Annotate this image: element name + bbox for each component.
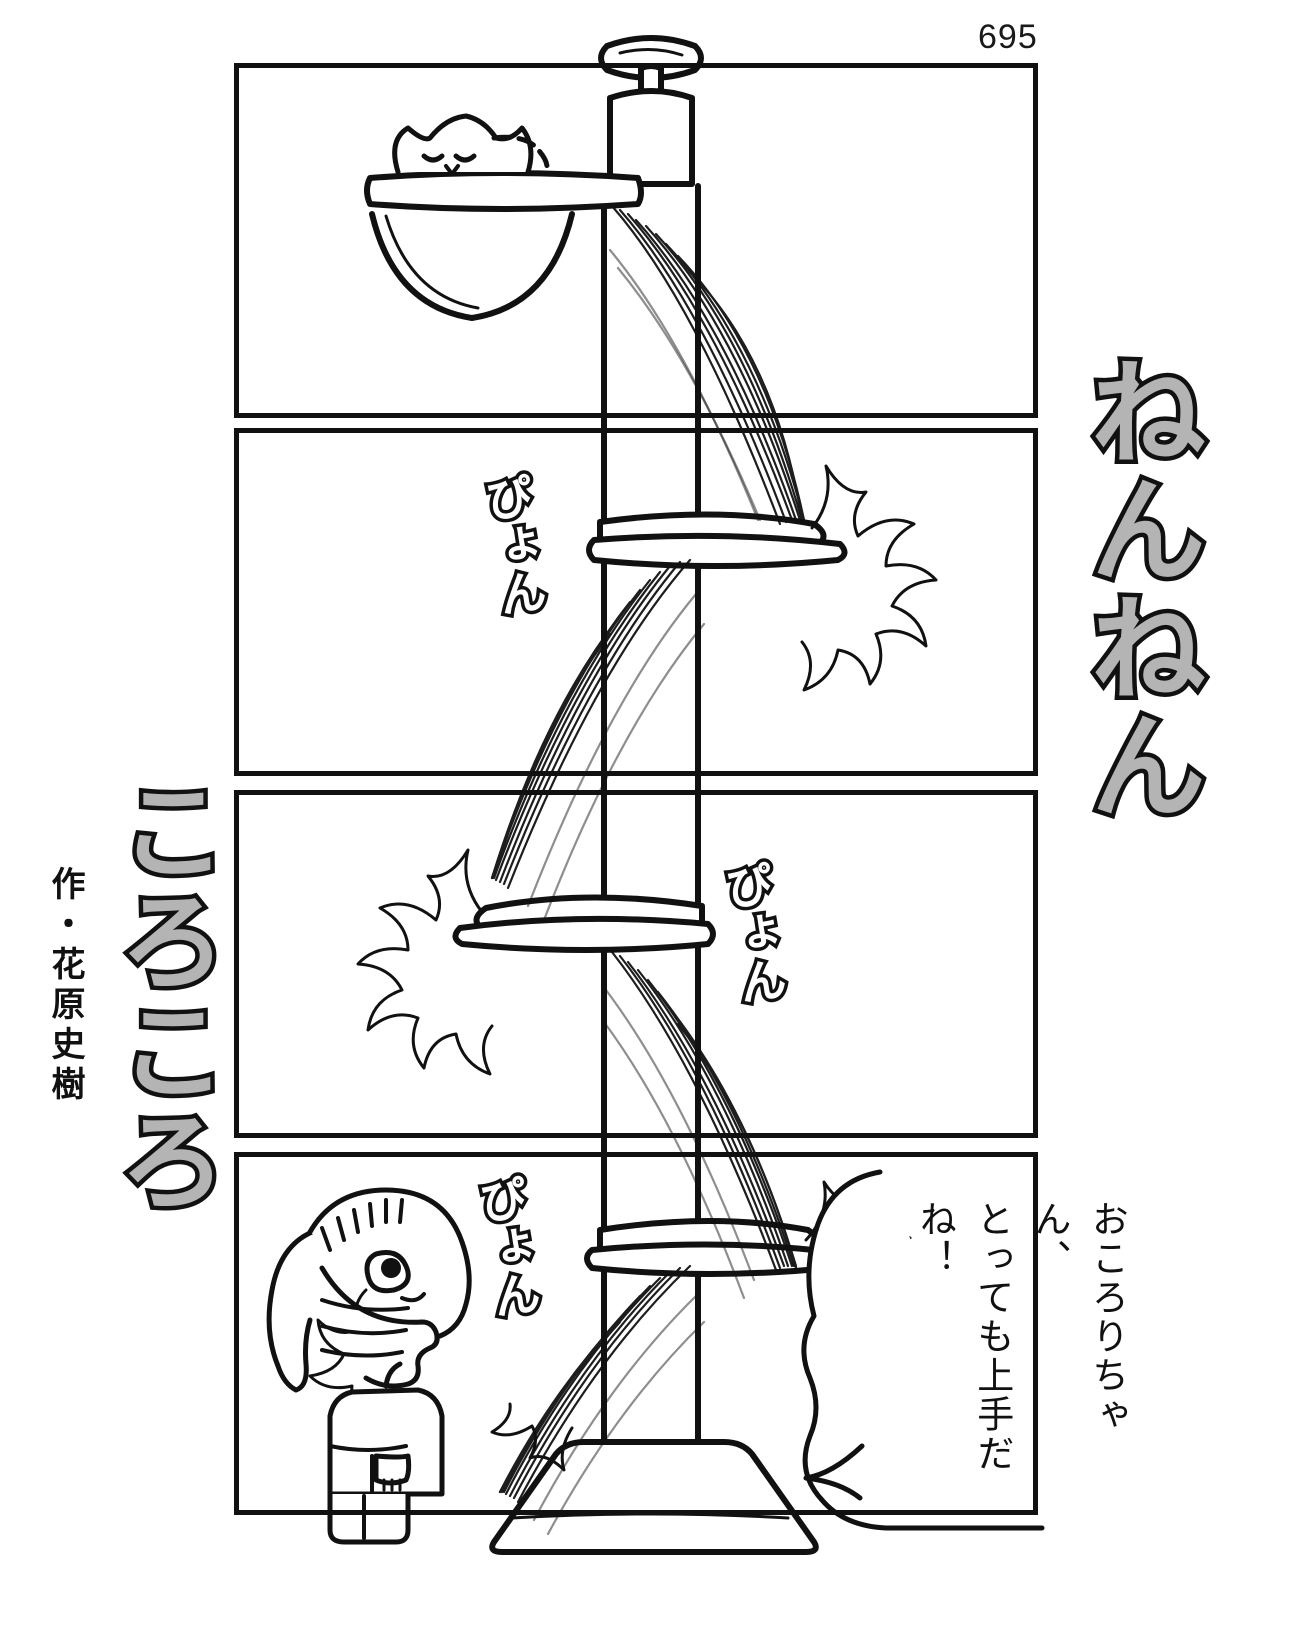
- series-title-left: ころころ: [97, 771, 231, 1220]
- page-number: 695: [978, 18, 1038, 56]
- comic-panel-4: [234, 1152, 1038, 1515]
- comic-panel-1: [234, 63, 1038, 418]
- balloon-line-2: とっても上手だね！: [913, 1200, 1014, 1473]
- author-credit: 作・花原史樹: [45, 866, 85, 1106]
- balloon-line-1: おころりちゃん、: [1028, 1200, 1129, 1434]
- speech-balloon-text: おころりちゃん、 とっても上手だね！: [906, 1200, 1135, 1482]
- comic-panel-2: [234, 428, 1038, 776]
- comic-panel-3: [234, 790, 1038, 1138]
- series-title-right: ねんねん: [1066, 348, 1210, 829]
